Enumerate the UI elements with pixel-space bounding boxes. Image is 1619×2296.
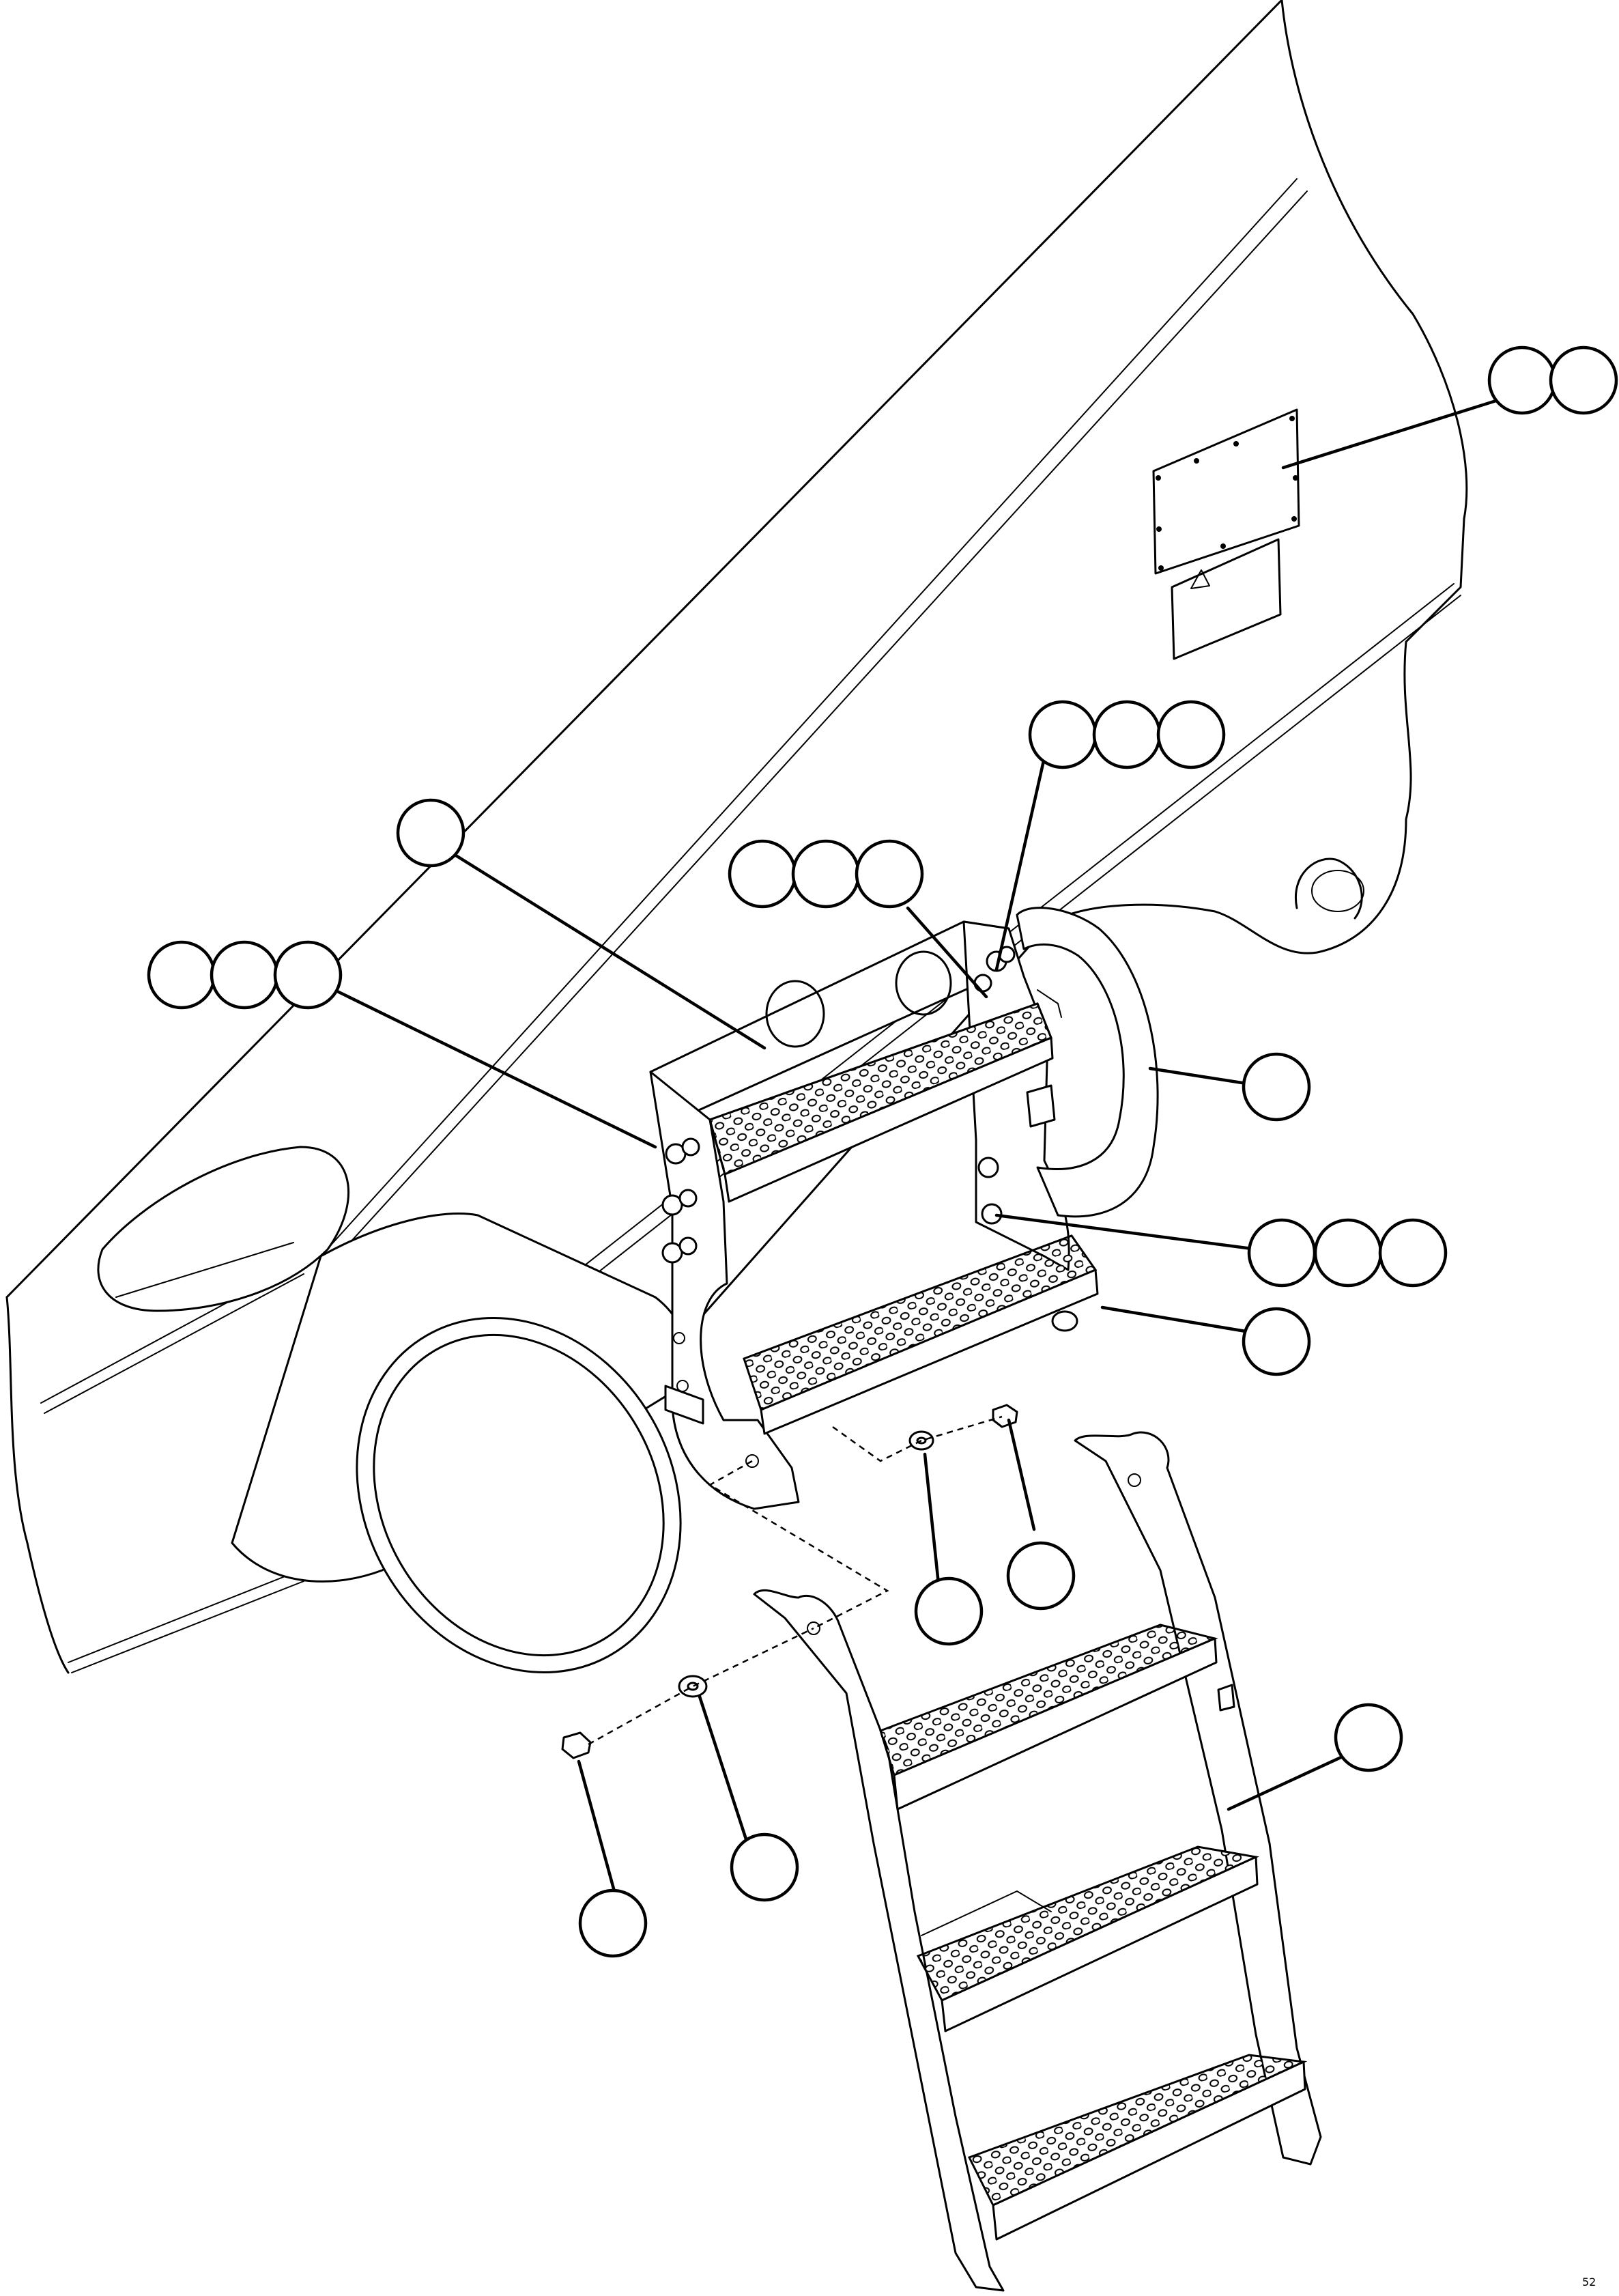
callout-bubble xyxy=(728,839,797,909)
callout-bubble xyxy=(147,940,216,1010)
bolt xyxy=(561,1731,592,1759)
mounting-bolts-left xyxy=(661,1137,700,1264)
washer-lower xyxy=(678,1675,708,1698)
callout-bubble xyxy=(1549,345,1618,415)
callout-bubble xyxy=(273,940,343,1010)
callout-bubble xyxy=(1378,1218,1448,1288)
callout-bubble xyxy=(1028,700,1098,769)
grab-handle xyxy=(1016,907,1159,1218)
washer-upper xyxy=(908,1430,934,1451)
decal-plate-top xyxy=(1152,408,1300,575)
callout-bubble xyxy=(1334,1703,1403,1772)
callout-bubble xyxy=(1242,1307,1311,1376)
callout-bubble xyxy=(1242,1052,1311,1122)
wear-pad xyxy=(97,1146,349,1312)
callout-bubble xyxy=(855,839,924,909)
nut xyxy=(992,1404,1018,1428)
callout-bubbles xyxy=(147,345,1618,1958)
callout-bubble xyxy=(1313,1218,1383,1288)
callout-bubble xyxy=(1092,700,1162,769)
warning-triangle-icon xyxy=(1190,569,1210,589)
lower-ladder xyxy=(753,1431,1322,2292)
warning-decal xyxy=(1171,538,1282,660)
mounting-bolts-right xyxy=(973,946,1016,1225)
corner-mark: 52 xyxy=(1582,2276,1596,2288)
leader-lines xyxy=(332,391,1524,1893)
upper-step-bracket xyxy=(649,920,1099,1510)
callout-bubble xyxy=(1156,700,1226,769)
callout-bubble xyxy=(396,798,465,868)
callout-bubble xyxy=(1487,345,1557,415)
callout-bubble xyxy=(1006,1541,1076,1611)
callout-bubble xyxy=(210,940,279,1010)
callout-bubble xyxy=(1247,1218,1317,1288)
callout-bubble xyxy=(730,1832,799,1902)
callout-bubble xyxy=(791,839,861,909)
callout-bubble xyxy=(578,1888,648,1958)
assembly-lines xyxy=(588,1415,1003,1746)
hydraulic-cylinder xyxy=(231,1213,689,1673)
callout-bubble xyxy=(914,1576,984,1646)
